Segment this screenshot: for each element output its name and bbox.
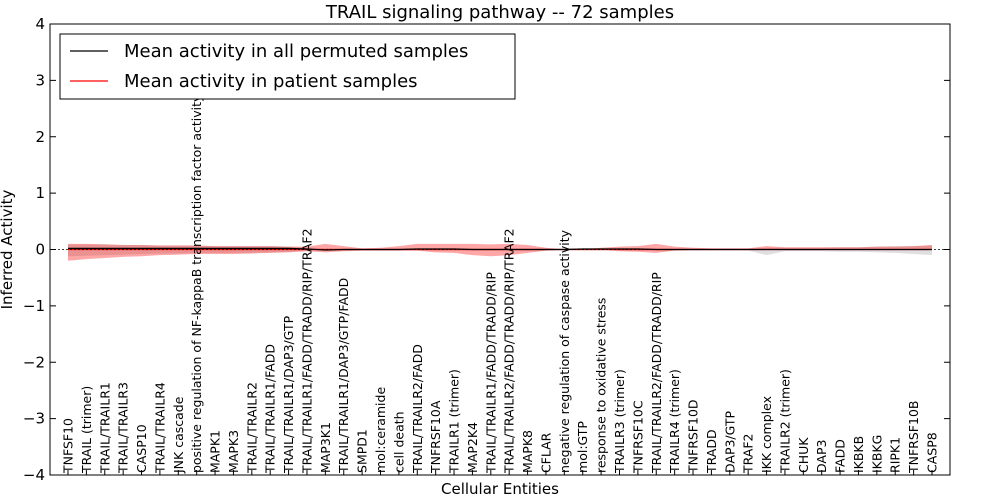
x-category-label: TRAIL/TRAILR1/FADD bbox=[263, 344, 278, 474]
x-category-label: IKBKB bbox=[851, 436, 866, 473]
x-category-label: SMPD1 bbox=[355, 429, 370, 473]
x-category-label: TRAILR4 (trimer) bbox=[667, 369, 682, 474]
x-category-label: TRAIL/TRAILR3 bbox=[116, 382, 131, 474]
x-category-label: positive regulation of NF-kappaB transcr… bbox=[189, 94, 204, 473]
x-category-label: TRADD bbox=[704, 429, 719, 474]
x-category-label: MAP3K1 bbox=[318, 422, 333, 473]
legend: Mean activity in all permuted samples Me… bbox=[59, 33, 516, 100]
x-category-label: MAPK3 bbox=[226, 430, 241, 473]
x-category-label: IKBKG bbox=[869, 435, 884, 473]
x-category-label: TRAILR3 (trimer) bbox=[612, 369, 627, 474]
x-category-label: MAP2K4 bbox=[465, 422, 480, 473]
x-category-label: TRAIL/TRAILR1 bbox=[97, 382, 112, 474]
y-tick-label: 3 bbox=[35, 71, 45, 89]
x-category-label: TRAIL/TRAILR4 bbox=[152, 382, 167, 474]
legend-label-patient: Mean activity in patient samples bbox=[124, 71, 418, 92]
x-category-label: cell death bbox=[391, 411, 406, 473]
x-category-label: MAPK8 bbox=[520, 430, 535, 473]
y-tick-label: −3 bbox=[23, 410, 45, 428]
y-tick-label: 4 bbox=[35, 15, 45, 33]
x-category-label: TRAIL/TRAILR2/FADD/TRADD/RIP/TRAF2 bbox=[502, 228, 517, 474]
x-category-label: TRAIL/TRAILR1/DAP3/GTP bbox=[281, 315, 296, 474]
y-tick-label: 1 bbox=[35, 184, 45, 202]
x-category-label: TNFSF10 bbox=[61, 418, 76, 474]
y-tick-label: −1 bbox=[23, 297, 45, 315]
x-category-label: TRAILR2 (trimer) bbox=[777, 369, 792, 474]
x-category-label: CASP8 bbox=[925, 432, 940, 473]
x-category-label: FADD bbox=[833, 439, 848, 473]
x-category-label: IKK complex bbox=[759, 396, 774, 473]
x-category-label: TNFRSF10D bbox=[686, 399, 701, 474]
x-category-label: mol:GTP bbox=[575, 421, 590, 473]
y-tick-label: −4 bbox=[23, 466, 45, 484]
y-tick-label: 2 bbox=[35, 128, 45, 146]
x-category-label: CFLAR bbox=[539, 432, 554, 473]
x-category-label: response to oxidative stress bbox=[594, 298, 609, 473]
x-category-label: DAP3 bbox=[814, 440, 829, 473]
x-category-label: TNFRSF10C bbox=[630, 400, 645, 474]
x-category-label: MAPK1 bbox=[208, 430, 223, 473]
y-axis-label: Inferred Activity bbox=[0, 189, 16, 309]
x-category-label: TRAIL/TRAILR1/FADD/TRADD/RIP bbox=[483, 272, 498, 474]
x-category-label: TRAIL (trimer) bbox=[79, 386, 94, 474]
x-category-label: TRAILR1 (trimer) bbox=[447, 369, 462, 474]
x-category-label: TRAF2 bbox=[741, 434, 756, 475]
series-lines bbox=[50, 247, 950, 251]
x-axis-label: Cellular Entities bbox=[441, 480, 559, 498]
x-category-label: mol:ceramide bbox=[373, 387, 388, 473]
y-tick-label: 0 bbox=[35, 241, 45, 259]
x-category-label: TRAIL/TRAILR2/FADD bbox=[410, 344, 425, 474]
x-category-label: negative regulation of caspase activity bbox=[557, 229, 572, 473]
x-category-label: RIPK1 bbox=[888, 437, 903, 473]
x-category-label: TNFRSF10A bbox=[428, 400, 443, 474]
y-axis: 4 3 2 1 0 −1 −2 −3 −4 bbox=[23, 15, 950, 484]
y-tick-label: −2 bbox=[23, 353, 45, 371]
x-category-label: TRAIL/TRAILR1/FADD/TRADD/RIP/TRAF2 bbox=[300, 228, 315, 474]
x-category-label: TRAIL/TRAILR1/DAP3/GTP/FADD bbox=[336, 278, 351, 474]
x-category-label: DAP3/GTP bbox=[722, 410, 737, 473]
chart-title: TRAIL signaling pathway -- 72 samples bbox=[325, 2, 674, 23]
legend-box bbox=[59, 33, 516, 100]
x-category-label: TNFRSF10B bbox=[906, 401, 921, 474]
x-category-label: TRAIL/TRAILR2/FADD/TRADD/RIP bbox=[649, 272, 664, 474]
x-category-label: CASP10 bbox=[134, 424, 149, 473]
band-permuted bbox=[68, 244, 932, 257]
legend-label-permuted: Mean activity in all permuted samples bbox=[124, 41, 468, 62]
x-category-label: TRAIL/TRAILR2 bbox=[244, 382, 259, 474]
x-category-label: CHUK bbox=[796, 437, 811, 473]
x-category-label: JNK cascade bbox=[171, 396, 186, 474]
